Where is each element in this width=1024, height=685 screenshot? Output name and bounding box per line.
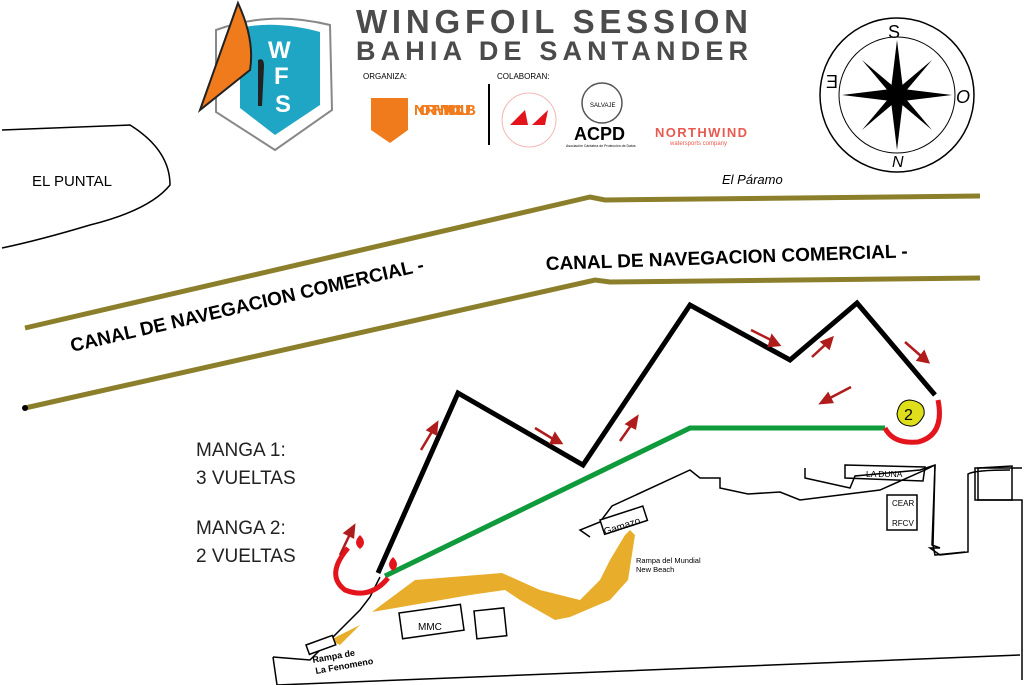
- building: [473, 607, 508, 640]
- title-line-1: WINGFOIL SESSION: [356, 3, 748, 40]
- canal-end-dot: [22, 405, 28, 411]
- buoy-2-label: 2: [904, 407, 913, 424]
- wfs-logo: W F S: [197, 0, 334, 152]
- la-duna-building: [844, 464, 926, 482]
- el-puntal-landmass: [1, 124, 171, 249]
- salvaje-label: SALVAJE: [590, 103, 615, 109]
- title-line-2: BAHIA DE SANTANDER: [356, 36, 748, 66]
- organizer-logo: NORTH WIND CLUB: [414, 102, 476, 119]
- la-duna-label: LA DUNA: [866, 469, 903, 479]
- buoy-red: [356, 535, 364, 549]
- sailing-federation-logo: [501, 92, 557, 148]
- rampa-mundial-label: Rampa del Mundial: [636, 556, 701, 565]
- arrow-icon: [811, 335, 834, 358]
- manga-2-laps: 2 VUELTAS: [196, 546, 296, 567]
- el-puntal-label: EL PUNTAL: [32, 173, 112, 190]
- arrow-icon: [534, 426, 564, 445]
- canal-boundary-south: [24, 275, 981, 411]
- northwind-subtitle: watersports company: [669, 141, 727, 147]
- canal-boundary-north: [24, 193, 981, 331]
- new-beach-label: New Beach: [636, 565, 674, 574]
- north-wind-club-logo: NORTH WIND CLUB: [371, 98, 476, 143]
- arrow-icon: [618, 414, 639, 442]
- compass-west: O: [956, 87, 970, 107]
- turn-mark-end: [882, 399, 942, 445]
- arrow-icon: [904, 341, 931, 364]
- compass-east: E: [826, 72, 838, 92]
- direction-arrows: [338, 328, 931, 556]
- arrow-icon: [750, 328, 782, 348]
- arrow-icon: [338, 523, 356, 556]
- buoy-red: [389, 557, 397, 571]
- wfs-logo-s: S: [275, 91, 291, 118]
- organiza-label: ORGANIZA:: [363, 72, 407, 81]
- northwind-logo: NORTHWIND: [655, 125, 747, 140]
- cear-rfcv-building: [886, 494, 918, 531]
- canal-label-right: CANAL DE NAVEGACION COMERCIAL -: [545, 241, 908, 275]
- manga-1-laps: 3 VUELTAS: [196, 468, 296, 489]
- gamazo-building: [599, 505, 649, 536]
- salvaje-logo: SALVAJE: [581, 82, 623, 124]
- sand-beach: [330, 530, 635, 645]
- harbor-wall: [804, 463, 966, 556]
- coastline: [272, 464, 1023, 685]
- cear-label: CEAR: [892, 499, 914, 508]
- mmc-label: MMC: [418, 622, 442, 633]
- compass-south: S: [888, 22, 900, 42]
- course-manga-1: [375, 299, 937, 575]
- course-manga-2: [383, 425, 885, 579]
- manga-2-title: MANGA 2:: [196, 518, 286, 539]
- manga-1-title: MANGA 1:: [196, 440, 286, 461]
- el-paramo-label: El Páramo: [722, 172, 783, 187]
- compass-north: N: [892, 154, 904, 171]
- arrow-icon: [419, 420, 439, 451]
- colaboran-label: COLABORAN:: [497, 72, 549, 81]
- compass-rose: [819, 17, 975, 173]
- east-pier: [977, 465, 1013, 501]
- acpd-logo: ACPD: [574, 124, 625, 144]
- rampa-fenomeno-ramp: [305, 634, 337, 656]
- acpd-subtitle: Asociación Cántabra de Protección de Dat…: [566, 144, 636, 148]
- turn-mark-start: [333, 546, 390, 596]
- rfcv-label: RFCV: [892, 519, 914, 528]
- buoy-2: 2: [896, 399, 925, 427]
- arrow-icon: [818, 385, 852, 405]
- mmc-building: [398, 603, 465, 640]
- wfs-logo-w: W: [268, 37, 291, 64]
- wfs-logo-f: F: [274, 63, 289, 90]
